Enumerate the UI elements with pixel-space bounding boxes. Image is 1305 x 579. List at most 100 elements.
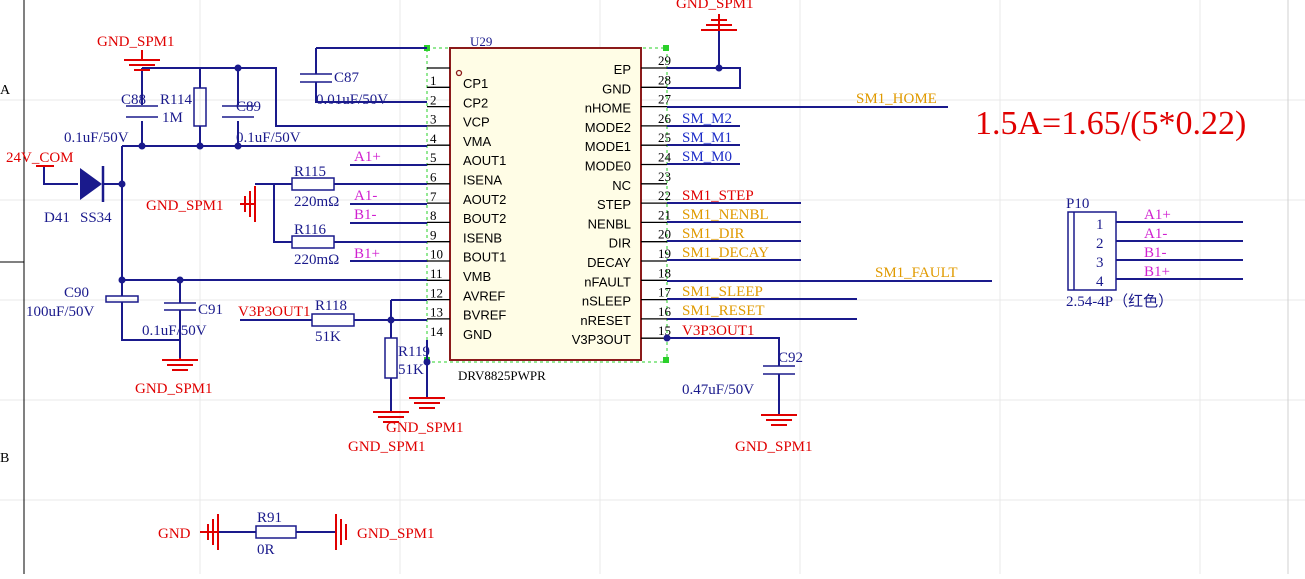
capacitor-c89[interactable]: C89 0.1uF/50V <box>222 99 301 146</box>
svg-text:SS34: SS34 <box>80 210 112 226</box>
resistor-r116[interactable]: R116 220mΩ <box>291 222 339 268</box>
pin-number: 19 <box>658 246 671 261</box>
pin-number: 24 <box>658 150 672 165</box>
svg-text:2: 2 <box>1096 236 1104 252</box>
pin-name: V3P3OUT <box>572 332 631 347</box>
vin-24v-label: 24V_COM <box>6 150 74 166</box>
pin-name: AOUT2 <box>463 192 506 207</box>
diode-d41[interactable]: D41 SS34 <box>44 166 112 226</box>
capacitor-c87[interactable]: C87 0.01uF/50V <box>300 70 388 108</box>
connector-p10[interactable]: P10 1 2 3 4 A1+ A1- B1- B1+ 2.54-4P（红色） <box>1066 196 1173 310</box>
resistor-r114[interactable]: R114 1M <box>160 87 207 127</box>
pin-name: ISENA <box>463 173 502 188</box>
net-sm-m2: SM_M2 <box>682 111 732 127</box>
v3p3-label: V3P3OUT1 <box>238 304 311 320</box>
connector-value: 2.54-4P（红色） <box>1066 293 1173 310</box>
row-label-b: B <box>0 451 9 466</box>
pin-number: 17 <box>658 285 672 300</box>
pin-name: MODE2 <box>585 120 631 135</box>
gnd-spm1-label: GND_SPM1 <box>97 34 175 50</box>
ic-pin-8[interactable]: 8 BOUT2 <box>427 202 506 226</box>
resistor-r115[interactable]: R115 220mΩ <box>291 164 339 210</box>
svg-text:0.01uF/50V: 0.01uF/50V <box>316 92 388 108</box>
ground-symbols <box>36 14 797 550</box>
net-a1n: A1- <box>354 188 377 204</box>
gnd-spm1-label: GND_SPM1 <box>735 439 813 455</box>
svg-text:R118: R118 <box>315 298 347 314</box>
svg-text:C87: C87 <box>334 70 360 86</box>
svg-text:C92: C92 <box>778 350 803 366</box>
svg-text:R115: R115 <box>294 164 326 180</box>
pin-name: DECAY <box>587 255 631 270</box>
net-v3p3out1: V3P3OUT1 <box>682 323 755 339</box>
ic-pin-27[interactable]: 27 nHOME <box>585 92 672 116</box>
ic-pin-13[interactable]: 13 BVREF <box>427 298 506 323</box>
svg-text:C90: C90 <box>64 285 89 301</box>
pin-name: BOUT2 <box>463 211 506 226</box>
capacitor-c88[interactable]: C88 0.1uF/50V <box>64 92 158 146</box>
connector-ref: P10 <box>1066 196 1089 212</box>
pin-name: nHOME <box>585 101 632 116</box>
pin-number: 27 <box>658 92 672 107</box>
resistor-r118[interactable]: R118 51K <box>311 298 355 345</box>
svg-text:C89: C89 <box>236 99 261 115</box>
svg-text:51K: 51K <box>315 329 341 345</box>
connector-net-a1n: A1- <box>1144 226 1167 242</box>
net-sm1-decay: SM1_DECAY <box>682 245 769 261</box>
connector-net-a1p: A1+ <box>1144 207 1171 223</box>
pin-number: 8 <box>430 208 437 223</box>
right-net-labels: SM1_HOME SM_M2 SM_M1 SM_M0 SM1_STEP SM1_… <box>682 91 958 339</box>
svg-text:R91: R91 <box>257 510 282 526</box>
svg-text:R114: R114 <box>160 92 192 108</box>
pin-number: 5 <box>430 150 437 165</box>
resistor-r119[interactable]: R119 51K <box>384 337 430 379</box>
capacitor-c91[interactable]: C91 0.1uF/50V <box>142 302 223 339</box>
pin-name: DIR <box>609 236 631 251</box>
gnd-spm1-label: GND_SPM1 <box>386 420 464 436</box>
pin-number: 13 <box>430 305 443 320</box>
ic-pin-5[interactable]: 5 AOUT1 <box>427 144 506 168</box>
pin-number: 9 <box>430 227 437 242</box>
resistor-r91[interactable]: R91 0R <box>255 510 297 558</box>
gnd-spm1-label: GND_SPM1 <box>348 439 426 455</box>
capacitor-c92[interactable]: C92 0.47uF/50V <box>682 350 803 398</box>
pin-number: 14 <box>430 324 444 339</box>
pin-name: AOUT1 <box>463 153 506 168</box>
pin-name: BVREF <box>463 308 506 323</box>
capacitor-c90[interactable]: C90 100uF/50V <box>26 285 139 320</box>
pin-name: AVREF <box>463 288 505 303</box>
net-sm1-step: SM1_STEP <box>682 188 754 204</box>
svg-text:4: 4 <box>1096 274 1104 290</box>
svg-text:0.1uF/50V: 0.1uF/50V <box>236 130 301 146</box>
row-label-a: A <box>0 83 11 98</box>
svg-text:100uF/50V: 100uF/50V <box>26 304 95 320</box>
